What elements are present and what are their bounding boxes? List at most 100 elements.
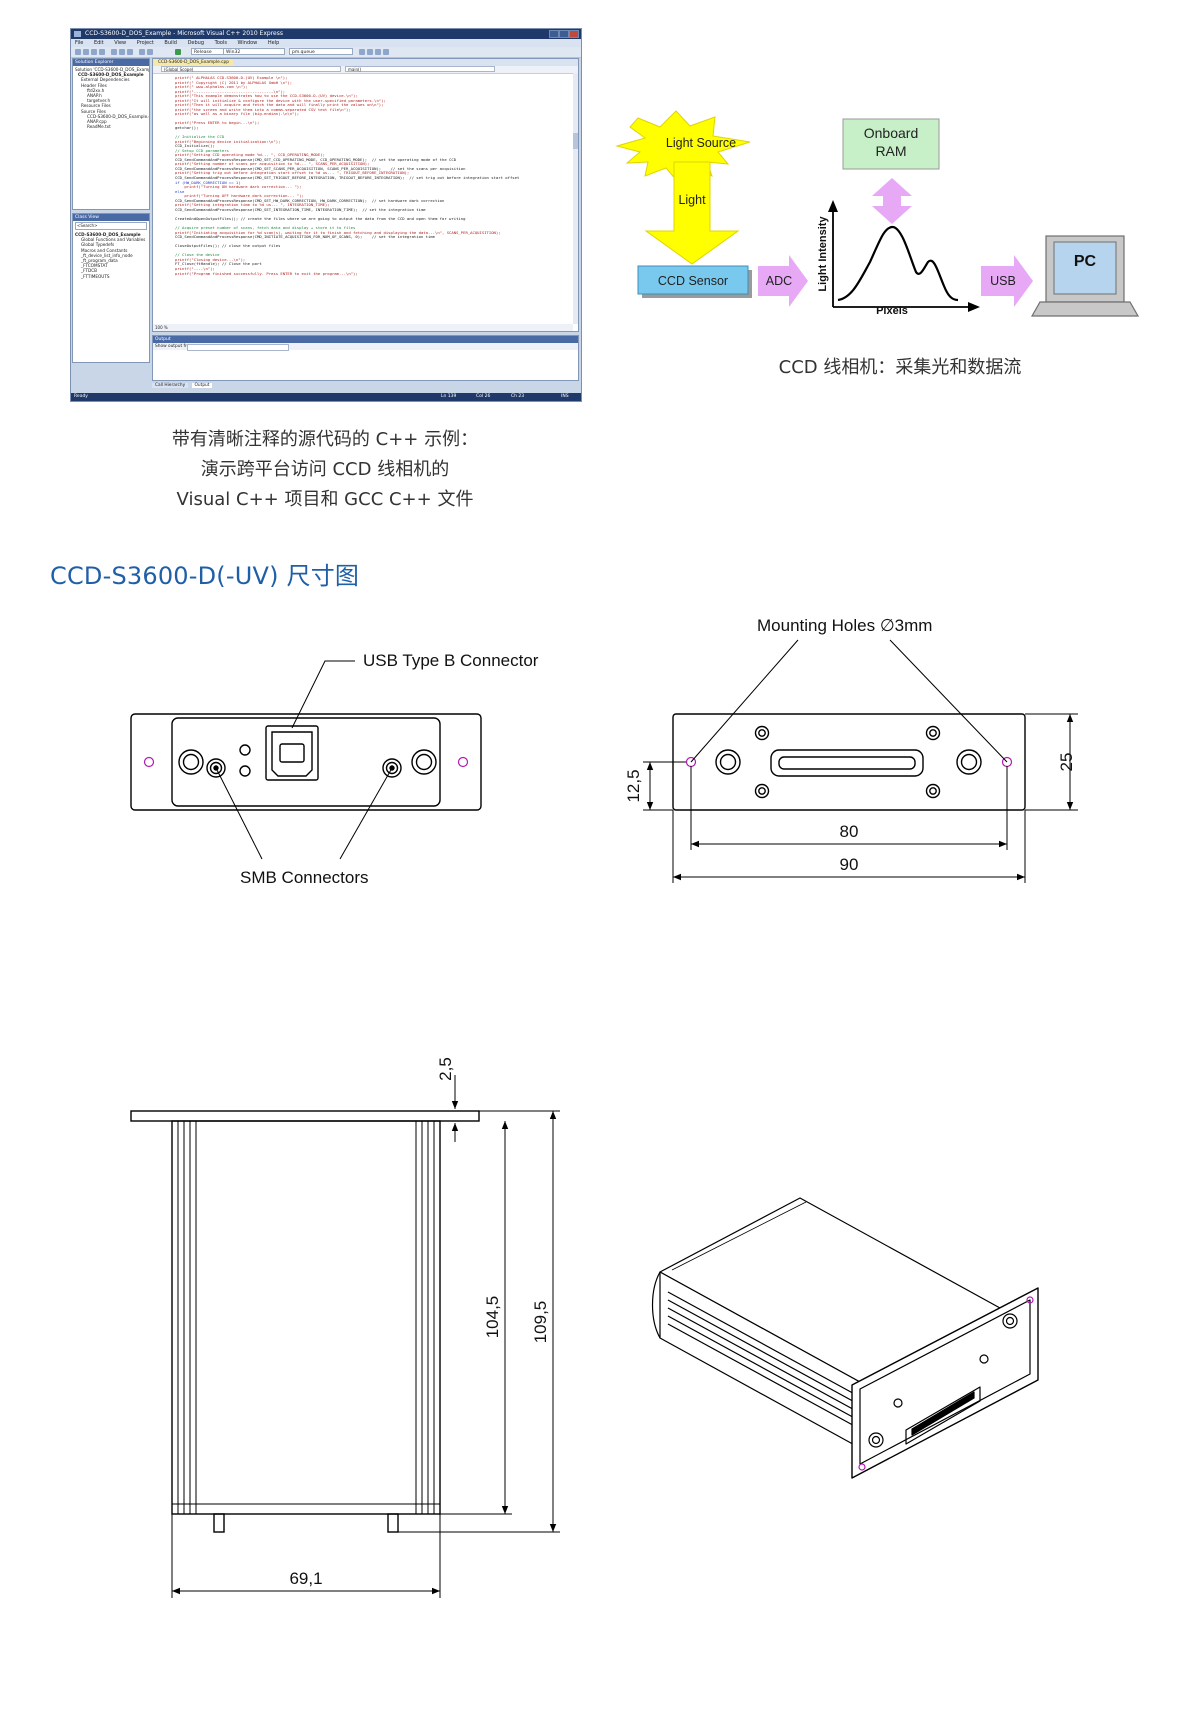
class-tree-item[interactable]: CCD-S3600-D_DOS_Example [75,232,141,237]
scope-left-combo[interactable]: (Global Scope) [161,66,341,72]
mounting-hole-leaders [690,639,1008,763]
open-icon[interactable] [83,49,89,55]
scope-right-combo[interactable]: main() [345,66,495,72]
class-tree-item[interactable]: Macros and Constants [81,247,128,253]
class-tree-item[interactable]: Global Functions and Variables [81,237,146,243]
menu-view[interactable]: View [114,40,127,46]
solution-tree: Solution 'CCD-S3600-D_DOS_Example' (1 p … [73,66,149,130]
tree-item-project[interactable]: CCD-S3600-D_DOS_Example [78,72,144,78]
class-tree-item[interactable]: _ft_device_list_info_node [81,252,133,258]
undo-icon[interactable] [139,49,145,55]
output-source-combo[interactable] [187,344,289,351]
dim-69-1-label: 69,1 [289,1569,322,1588]
code-line: printf("as well as a binary file (big-en… [175,111,300,117]
code-line: printf("This example demonstrates how to… [175,93,358,99]
code-line: printf("Turning OFF hardware dark correc… [175,193,304,199]
menu-debug[interactable]: Debug [187,40,205,46]
scrollbar-thumb[interactable] [573,133,578,149]
mounting-holes-text: Mounting Holes [757,616,875,635]
tree-item-file[interactable]: targetver.h [87,98,111,104]
save-icon[interactable] [91,49,97,55]
tree-item-file[interactable]: ftd2xx.h [87,87,105,93]
dataflow-diagram: Light Source Light CCD Sensor ADC Onboar… [615,110,1140,317]
code-line: CloseOutputFiles(); // close the output … [175,243,281,249]
maximize-icon[interactable] [559,30,569,38]
zoom-level[interactable]: 100 % [153,324,573,331]
tree-item-file[interactable]: ReadMe.txt [87,124,111,130]
code-line: else [175,188,185,194]
code-line: printf("Closing device...\n"); [175,256,246,262]
tree-item-file[interactable]: ANAP.cpp [87,119,107,125]
redo-icon[interactable] [147,49,153,55]
close-icon[interactable] [569,30,579,38]
class-tree-item[interactable]: _FTTIMEOUTS [81,273,110,279]
menu-help[interactable]: Help [267,40,280,46]
section-heading: CCD-S3600-D(-UV) 尺寸图 [50,562,360,590]
tree-item-solution[interactable]: Solution 'CCD-S3600-D_DOS_Example' (1 p [75,67,150,72]
dim-80-label: 80 [840,822,859,841]
toolbox-icon[interactable] [383,49,389,55]
status-ins: INS [561,394,569,399]
usb-arrow [981,255,1033,307]
code-line: CreateAndOpenOutputFiles(); // create th… [175,215,466,221]
code-line: printf(" Copyright (C) 2011 by ALPHALAS … [175,79,293,85]
new-project-icon[interactable] [75,49,81,55]
tree-item-resource-files[interactable]: Resource Files [81,103,111,109]
code-line: CCD_Initialize(); [175,143,215,149]
laptop-base [1030,301,1140,317]
cut-icon[interactable] [111,49,117,55]
editor-tab[interactable]: CCD-S3600-D_DOS_Example.cpp [154,59,233,66]
minimize-icon[interactable] [549,30,559,38]
paste-icon[interactable] [127,49,133,55]
copy-icon[interactable] [119,49,125,55]
code-line: printf("--------------------------------… [175,88,286,94]
menu-edit[interactable]: Edit [93,40,104,46]
class-search-input[interactable]: <Search> [75,222,147,230]
code-line: printf("Setting trig out before integrat… [175,170,410,176]
dim-109-5-label: 109,5 [531,1301,550,1344]
code-lines[interactable]: printf(" ALPHALAS CCD-S3600-D-(UV) Examp… [153,74,578,276]
class-tree-item[interactable]: _ft_program_data [81,258,118,264]
menu-file[interactable]: File [75,40,84,46]
class-tree-item[interactable]: _FTDCB [81,268,98,274]
properties-icon[interactable] [375,49,381,55]
class-tree-item[interactable]: Global Typedefs [81,242,115,248]
y-axis-label: Light Intensity [817,216,829,292]
smb-connectors-label: SMB Connectors [240,868,369,887]
y-axis-arrowhead [828,200,838,212]
solution-explorer-title: Solution Explorer [73,59,149,66]
class-tree-item[interactable]: _FTCOMSTAT [81,263,108,269]
menu-project[interactable]: Project [136,40,154,46]
dim-69-1 [171,1514,441,1598]
start-debug-icon[interactable] [175,49,181,55]
find-icon[interactable] [359,49,365,55]
menu-build[interactable]: Build [164,40,177,46]
code-line: printf("Program finished successfully. P… [175,270,358,276]
dim-2-5 [440,1075,470,1142]
dim-104-5 [440,1121,512,1515]
tab-call-hierarchy[interactable]: Call Hierarchy [152,383,189,388]
tree-item-file[interactable]: CCD-S3600-D_DOS_Example.cpp [87,113,150,119]
code-line: printf("It will initialize & configure t… [175,97,386,103]
isometric-view [651,1197,1039,1479]
tree-item-header-files[interactable]: Header Files [81,82,107,88]
status-col: Col 26 [476,394,491,399]
dim-12-5-label: 12,5 [624,769,643,802]
find-combo[interactable]: pm.queue [289,48,353,55]
save-all-icon[interactable] [99,49,105,55]
solution-explorer-icon[interactable] [367,49,373,55]
menu-window[interactable]: Window [237,40,258,46]
hole-diameter-text: ∅3mm [880,616,933,635]
menu-tools[interactable]: Tools [214,40,227,46]
tree-item-file[interactable]: ANAP.h [87,93,102,99]
ccd-sensor-box [637,265,749,295]
top-view [130,1110,480,1533]
editor-scrollbar[interactable] [573,73,578,324]
code-caption-line: Visual C++ 项目和 GCC C++ 文件 [176,489,474,510]
tab-output[interactable]: Output [191,383,213,388]
intensity-curve [837,225,959,302]
platform-combo[interactable]: Win32 [223,48,285,55]
code-line: // Setup CCD parameters [175,147,229,153]
tree-item-source-files[interactable]: Source Files [81,108,106,114]
tree-item-external-deps[interactable]: External Dependencies [81,77,130,83]
